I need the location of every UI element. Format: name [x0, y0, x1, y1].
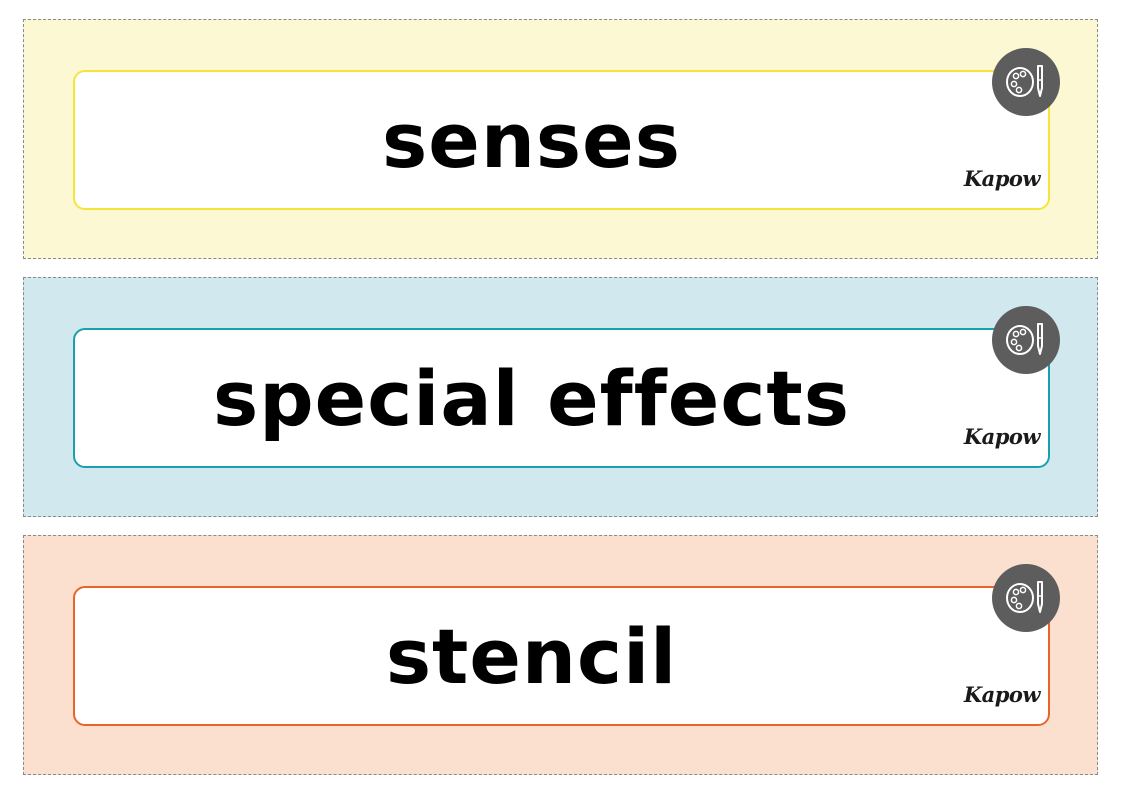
art-palette-icon: [992, 306, 1060, 374]
card-word: senses: [382, 95, 681, 185]
word-card: special effects: [73, 328, 1050, 468]
kapow-logo: Kapow: [963, 682, 1041, 707]
card-strip-2: special effects Kapow: [23, 277, 1098, 517]
card-word: stencil: [385, 611, 678, 701]
card-strip-1: senses Kapow: [23, 19, 1098, 259]
word-card: stencil: [73, 586, 1050, 726]
art-palette-icon: [992, 564, 1060, 632]
card-strip-3: stencil Kapow: [23, 535, 1098, 775]
kapow-logo: Kapow: [963, 166, 1041, 191]
kapow-logo: Kapow: [963, 424, 1041, 449]
word-card: senses: [73, 70, 1050, 210]
card-word: special effects: [213, 353, 850, 443]
art-palette-icon: [992, 48, 1060, 116]
